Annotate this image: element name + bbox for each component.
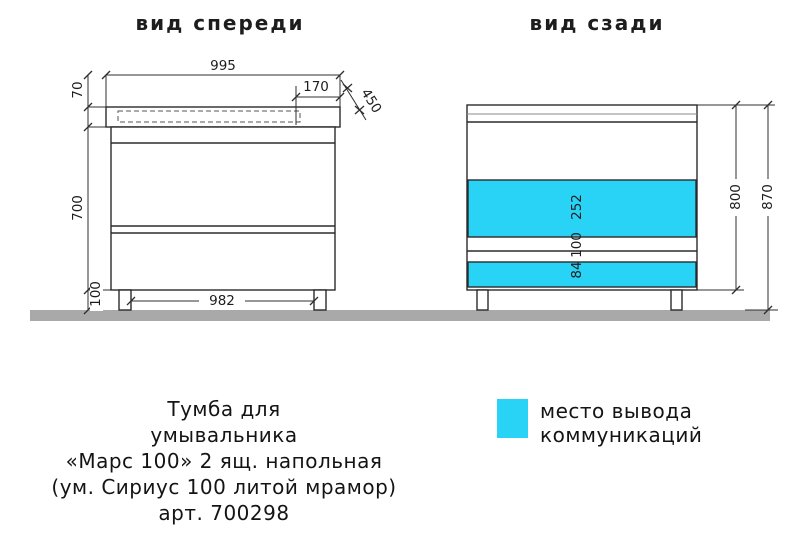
- tick-mark: [309, 296, 319, 306]
- dim-band1-label: 252: [569, 194, 585, 220]
- dim-height-total-label: 870: [760, 184, 776, 210]
- back-view-title: вид сзади: [530, 11, 665, 35]
- back-view-dimensions: 252 100 84 800 870: [569, 100, 778, 315]
- front-view-cabinet: [105, 106, 341, 311]
- legend-label-line2: коммуникаций: [540, 423, 703, 447]
- front-view-title: вид спереди: [135, 11, 304, 35]
- caption-line: (ум. Сириус 100 литой мрамор): [51, 475, 397, 499]
- tick-mark: [83, 70, 93, 80]
- legend-cyan-swatch: [497, 399, 528, 438]
- label-mask: [728, 179, 744, 216]
- back-right-leg: [670, 289, 683, 311]
- tick-mark: [83, 102, 93, 112]
- label-mask: [760, 179, 776, 216]
- tick-mark: [763, 305, 773, 315]
- legend: место вывода коммуникаций: [497, 399, 702, 447]
- tick-mark: [335, 70, 345, 80]
- tick-mark: [126, 296, 136, 306]
- cross-tick: [342, 83, 353, 93]
- tick-mark: [83, 122, 93, 132]
- cross-tick: [354, 105, 365, 115]
- dim-top-height-label: 70: [70, 81, 86, 98]
- product-caption: Тумба для умывальника «Марс 100» 2 ящ. н…: [8, 396, 440, 526]
- front-view-dimensions: 995 170 450 70 700: [70, 58, 385, 315]
- front-countertop: [105, 106, 341, 128]
- utility-zone-lower: [467, 261, 697, 288]
- dim-band2-label: 84: [569, 261, 585, 278]
- label-mask: [199, 292, 245, 308]
- back-left-leg: [476, 289, 489, 311]
- front-right-leg: [313, 289, 327, 311]
- dim-offset-label: 170: [303, 79, 329, 95]
- dim-leg-height-label: 100: [88, 281, 104, 307]
- legend-text: место вывода коммуникаций: [540, 399, 702, 447]
- front-sink-hidden-outline: [117, 110, 301, 123]
- caption-line: «Марс 100» 2 ящ. напольная: [65, 449, 383, 473]
- dim-height-body-label: 800: [728, 184, 744, 210]
- tick-mark: [731, 285, 741, 295]
- legend-label-line1: место вывода: [540, 399, 693, 423]
- front-left-leg: [118, 289, 132, 311]
- back-view-cabinet: [466, 104, 698, 311]
- dim-gap-label: 100: [569, 232, 585, 258]
- tick-mark: [731, 100, 741, 110]
- dim-width-top-label: 995: [210, 58, 236, 74]
- tick-mark: [101, 70, 111, 80]
- caption-article: арт. 700298: [158, 501, 290, 525]
- utility-zone-upper: [467, 179, 697, 238]
- front-cabinet-body: [110, 126, 336, 291]
- label-mask: [90, 279, 103, 311]
- tick-mark: [291, 92, 301, 102]
- dim-width-bottom-label: 982: [209, 293, 235, 309]
- caption-line: умывальника: [150, 423, 298, 447]
- technical-drawing: вид спереди вид сзади 995: [30, 11, 778, 321]
- tick-mark: [763, 100, 773, 110]
- tick-mark: [335, 92, 345, 102]
- dim-body-height-label: 700: [70, 195, 86, 221]
- floor-strip: [30, 310, 770, 321]
- caption-line: Тумба для: [167, 397, 281, 421]
